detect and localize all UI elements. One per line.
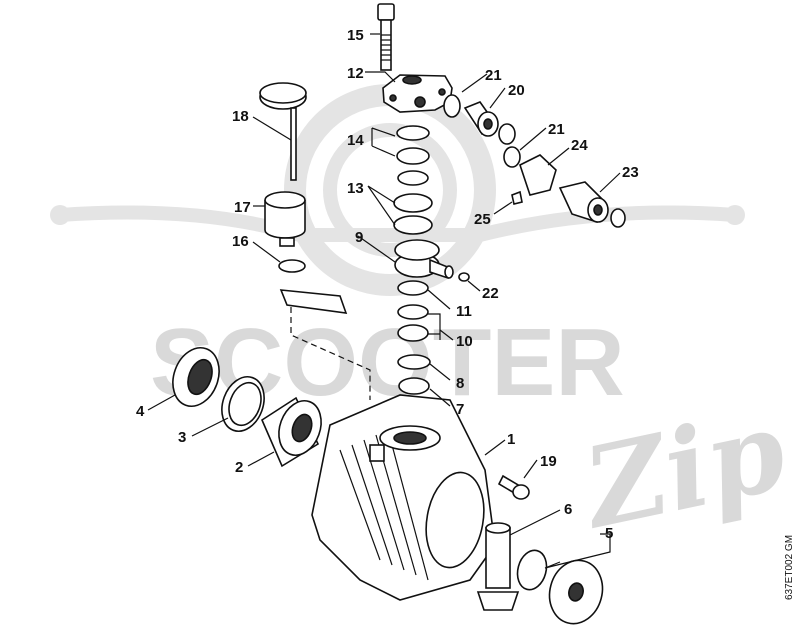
part-20-oring bbox=[498, 123, 516, 145]
part-20-bushing bbox=[463, 101, 499, 137]
gasket bbox=[279, 289, 348, 314]
callout-1: 1 bbox=[507, 431, 515, 448]
callout-22: 22 bbox=[482, 285, 499, 302]
part-15-bolt bbox=[377, 3, 395, 71]
callout-17: 17 bbox=[234, 199, 251, 216]
part-25-screw bbox=[511, 190, 523, 205]
callout-12: 12 bbox=[347, 65, 364, 82]
callout-labels: 1234567891011121314151617181920212122232… bbox=[136, 27, 639, 542]
callout-4: 4 bbox=[136, 403, 145, 420]
callout-15: 15 bbox=[347, 27, 364, 44]
callout-14: 14 bbox=[347, 132, 364, 149]
part-14-rings bbox=[396, 125, 430, 186]
callout-24: 24 bbox=[571, 137, 588, 154]
part-13-rings bbox=[393, 193, 433, 235]
part-23-connector bbox=[558, 181, 609, 223]
callout-8: 8 bbox=[456, 375, 464, 392]
part-18-dipstick bbox=[259, 82, 307, 181]
part-8-washer bbox=[397, 354, 431, 370]
callout-13: 13 bbox=[347, 180, 364, 197]
part-5-washer-small bbox=[516, 549, 548, 591]
callout-5: 5 bbox=[605, 525, 613, 542]
callout-18: 18 bbox=[232, 108, 249, 125]
callout-20: 20 bbox=[508, 82, 525, 99]
part-17-cap bbox=[264, 191, 306, 247]
callout-19: 19 bbox=[540, 453, 557, 470]
part-1-housing bbox=[311, 394, 496, 601]
part-10-bearings bbox=[397, 304, 429, 342]
callout-2: 2 bbox=[235, 459, 243, 476]
callout-16: 16 bbox=[232, 233, 249, 250]
leader-lines bbox=[147, 33, 621, 569]
part-19-screw bbox=[497, 474, 530, 500]
callout-21: 21 bbox=[485, 67, 502, 84]
callout-6: 6 bbox=[564, 501, 572, 518]
callout-23: 23 bbox=[622, 164, 639, 181]
drawing-code: 637ET002 GM bbox=[784, 535, 795, 600]
part-7-ring bbox=[398, 377, 430, 395]
part-2-bearing bbox=[260, 396, 322, 468]
callout-11: 11 bbox=[456, 303, 472, 320]
part-22-oring bbox=[458, 272, 470, 282]
part-16-washer bbox=[278, 259, 306, 273]
part-9-banjo bbox=[394, 239, 454, 280]
callout-9: 9 bbox=[355, 229, 363, 246]
callout-25: 25 bbox=[474, 211, 491, 228]
callout-7: 7 bbox=[456, 401, 464, 418]
part-23-oring bbox=[610, 208, 626, 228]
part-24-cap bbox=[519, 154, 557, 196]
assembly-line bbox=[290, 307, 371, 400]
part-21-ring bbox=[443, 94, 461, 118]
callout-3: 3 bbox=[178, 429, 186, 446]
part-21-ring-b bbox=[503, 146, 521, 168]
callout-21: 21 bbox=[548, 121, 565, 138]
part-12-clamp bbox=[382, 74, 453, 113]
part-11-ring bbox=[397, 280, 429, 296]
part-6-shaft bbox=[476, 522, 520, 611]
callout-10: 10 bbox=[456, 333, 473, 350]
